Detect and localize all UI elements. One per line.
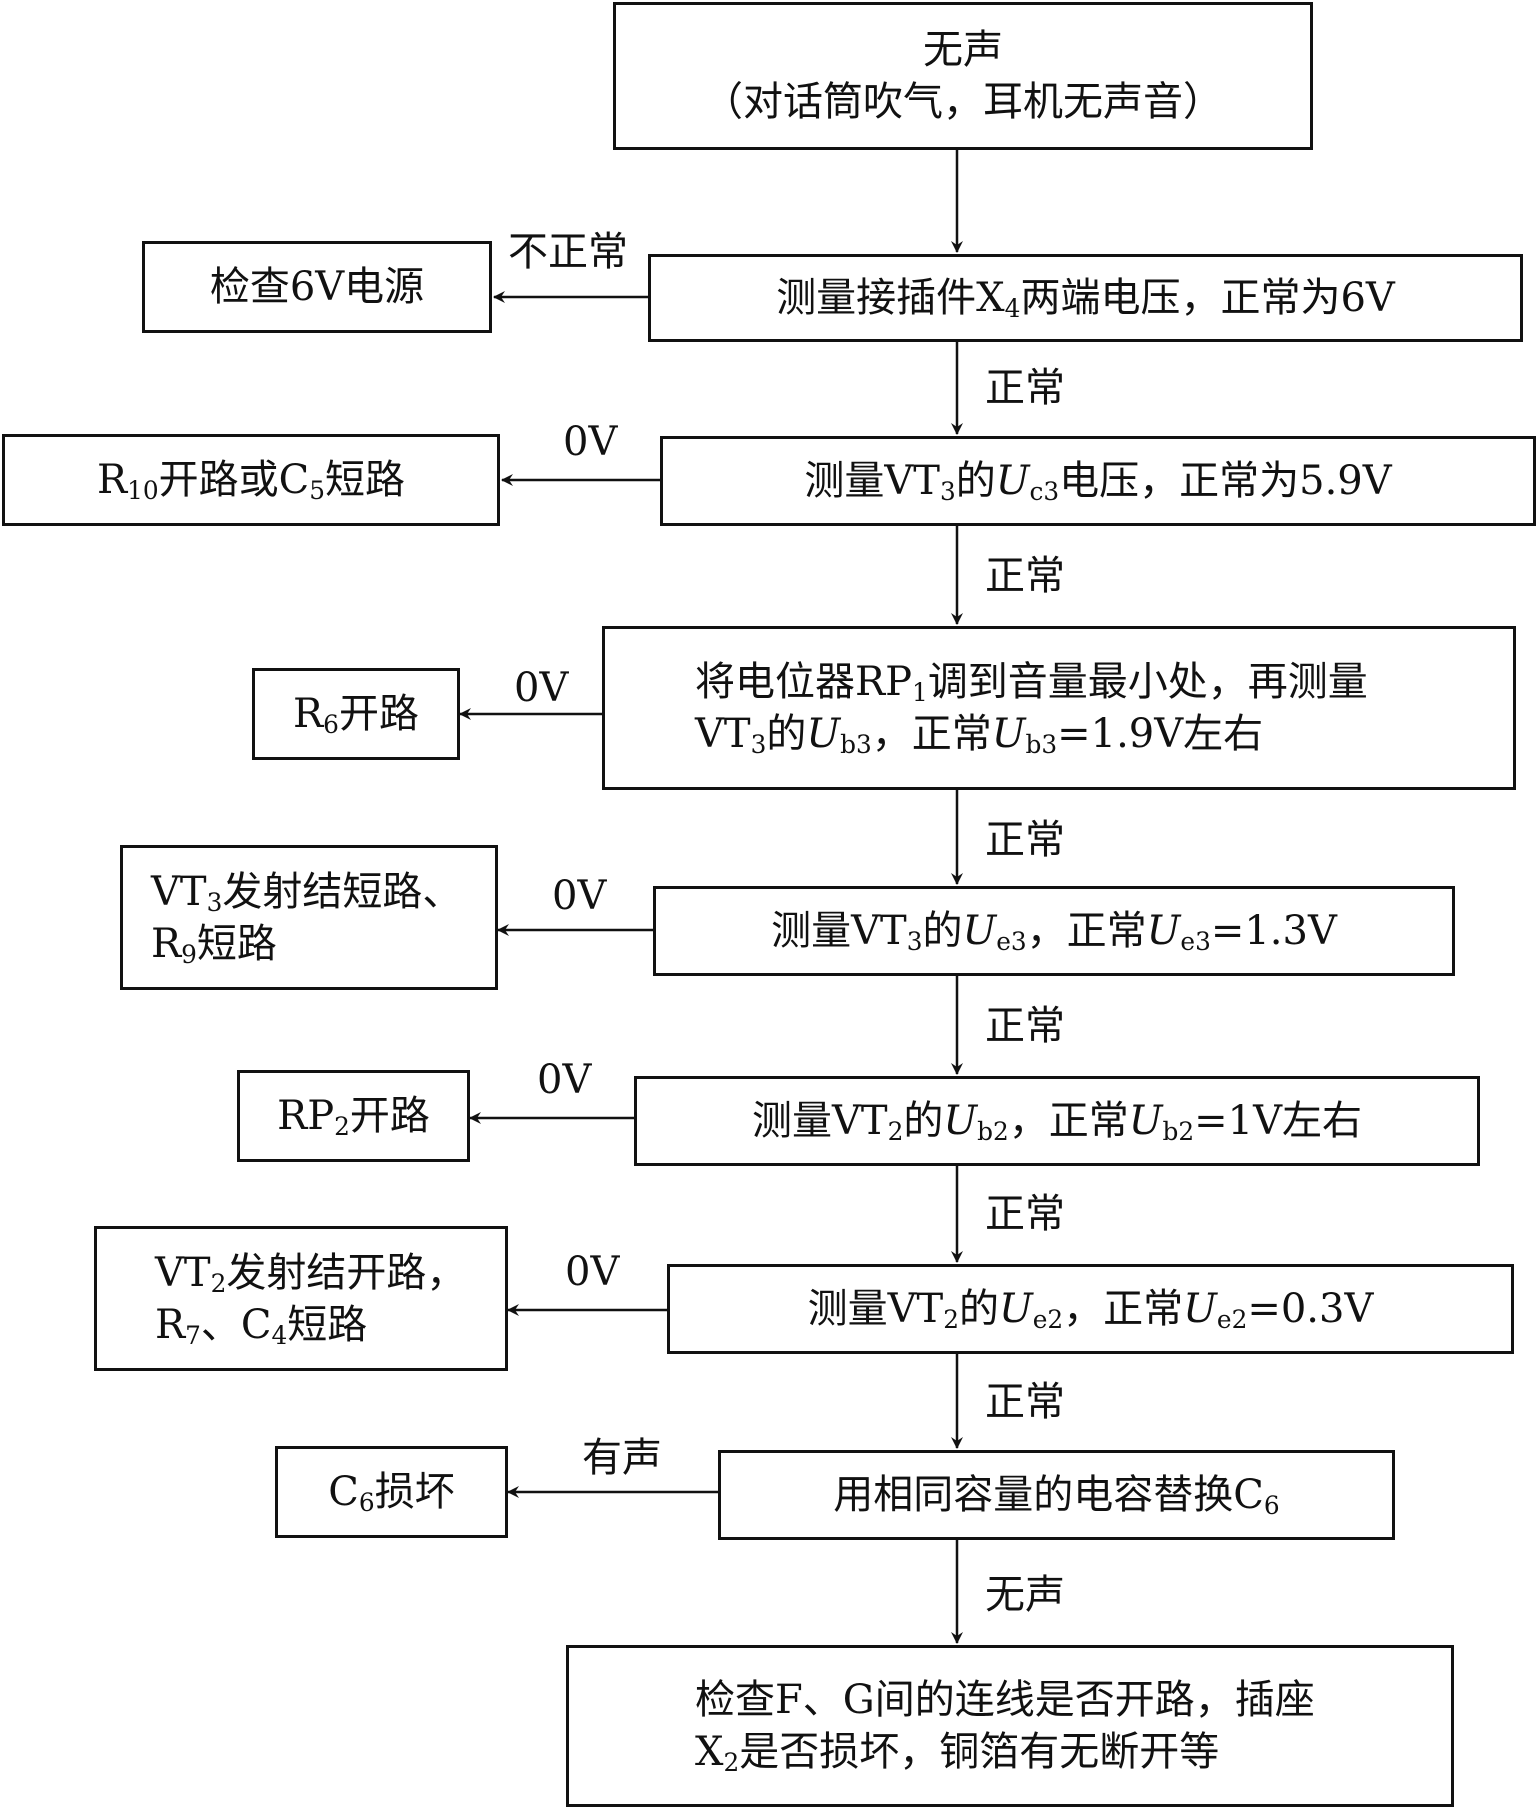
step-6-box: 测量VT2的Ue2，正常Ue2=0.3V	[667, 1264, 1514, 1354]
step-5-next-label: 正常	[985, 1191, 1065, 1237]
step-3-next-label: 正常	[985, 817, 1065, 863]
step-5-text: 测量VT2的Ub2，正常Ub2=1V左右	[752, 1098, 1362, 1147]
end-line-1: 检查F、G间的连线是否开路，插座	[695, 1677, 1315, 1723]
fault-1-box: 检查6V电源	[142, 241, 492, 333]
step-7-box: 用相同容量的电容替换C6	[718, 1450, 1395, 1540]
step-4-branch-label: 0V	[552, 873, 607, 919]
step-3-line-1: 将电位器RP1调到音量最小处，再测量	[695, 659, 1368, 708]
start-box: 无声 （对话筒吹气，耳机无声音）	[613, 2, 1313, 150]
step-1-text: 测量接插件X4两端电压，正常为6V	[776, 275, 1395, 324]
step-5-box: 测量VT2的Ub2，正常Ub2=1V左右	[634, 1076, 1480, 1166]
step-4-next-label: 正常	[985, 1003, 1065, 1049]
step-5-branch-label: 0V	[537, 1057, 592, 1103]
step-2-box: 测量VT3的Uc3电压，正常为5.9V	[660, 436, 1536, 526]
fault-7-text: C6损坏	[328, 1469, 455, 1518]
step-4-box: 测量VT3的Ue3，正常Ue3=1.3V	[653, 886, 1455, 976]
fault-6-line-1: VT2发射结开路，	[155, 1249, 467, 1298]
step-7-next-label: 无声	[985, 1572, 1065, 1618]
fault-7-box: C6损坏	[275, 1446, 508, 1538]
step-6-text: 测量VT2的Ue2，正常Ue2=0.3V	[807, 1286, 1374, 1335]
step-3-box: 将电位器RP1调到音量最小处，再测量 VT3的Ub3，正常Ub3=1.9V左右	[602, 626, 1516, 790]
step-4-text: 测量VT3的Ue3，正常Ue3=1.3V	[771, 908, 1337, 957]
fault-3-text: R6开路	[293, 691, 419, 740]
end-box: 检查F、G间的连线是否开路，插座 X2是否损坏，铜箔有无断开等	[566, 1645, 1454, 1807]
fault-4-box: VT3发射结短路、 R9短路	[120, 845, 498, 990]
fault-4-line-1: VT3发射结短路、	[151, 868, 463, 917]
start-title: 无声	[923, 27, 1003, 73]
step-7-branch-label: 有声	[582, 1435, 662, 1481]
step-7-text: 用相同容量的电容替换C6	[833, 1472, 1280, 1521]
fault-2-text: R10开路或C5短路	[96, 457, 406, 506]
step-6-next-label: 正常	[985, 1379, 1065, 1425]
fault-1-text: 检查6V电源	[209, 264, 425, 310]
start-subtitle: （对话筒吹气，耳机无声音）	[703, 79, 1223, 125]
fault-3-box: R6开路	[252, 668, 460, 760]
end-line-2: X2是否损坏，铜箔有无断开等	[695, 1729, 1220, 1778]
step-1-next-label: 正常	[985, 365, 1065, 411]
step-6-branch-label: 0V	[565, 1249, 620, 1295]
fault-2-box: R10开路或C5短路	[2, 434, 500, 526]
fault-5-box: RP2开路	[237, 1070, 470, 1162]
fault-5-text: RP2开路	[277, 1093, 430, 1142]
step-3-line-2: VT3的Ub3，正常Ub3=1.9V左右	[695, 711, 1264, 760]
step-2-branch-label: 0V	[563, 419, 618, 465]
step-3-branch-label: 0V	[514, 665, 569, 711]
fault-6-line-2: R7、C4短路	[155, 1301, 368, 1350]
step-1-box: 测量接插件X4两端电压，正常为6V	[648, 254, 1523, 342]
step-2-text: 测量VT3的Uc3电压，正常为5.9V	[804, 458, 1392, 507]
fault-6-box: VT2发射结开路， R7、C4短路	[94, 1226, 508, 1371]
fault-4-line-2: R9短路	[151, 920, 277, 969]
step-2-next-label: 正常	[985, 553, 1065, 599]
step-1-branch-label: 不正常	[508, 229, 628, 275]
